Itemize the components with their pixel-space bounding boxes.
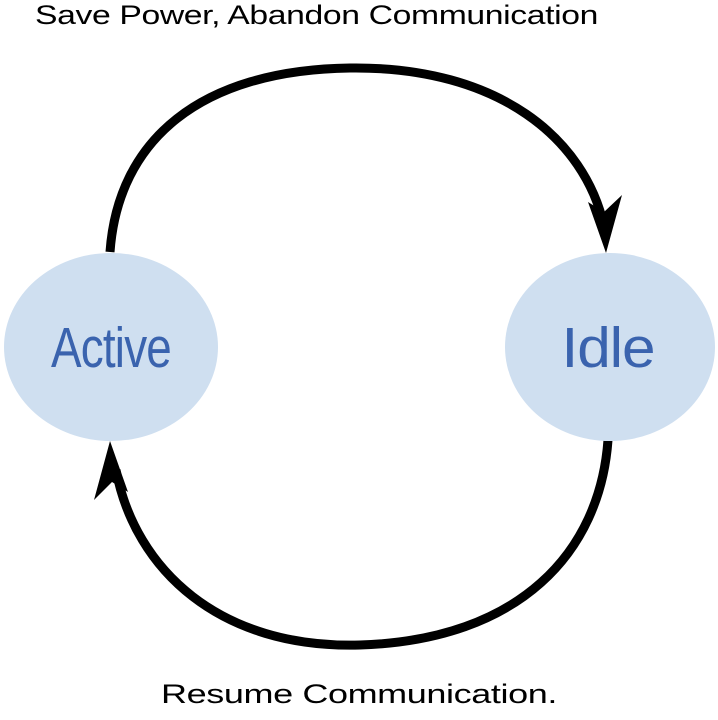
- state-label-active: Active: [51, 316, 171, 380]
- transition-idle-to-active[interactable]: [94, 439, 613, 650]
- state-shape-active[interactable]: [4, 253, 218, 441]
- arrowhead-into-active-icon: [94, 441, 128, 500]
- transition-active-to-idle[interactable]: [105, 63, 622, 253]
- transition-arc-top[interactable]: [105, 63, 609, 253]
- state-node-active[interactable]: Active: [4, 253, 218, 441]
- arrowhead-into-idle-icon: [588, 195, 622, 253]
- transition-arc-bottom[interactable]: [111, 439, 613, 650]
- state-node-idle[interactable]: Idle: [505, 253, 715, 441]
- state-label-idle: Idle: [562, 316, 655, 380]
- state-shape-idle[interactable]: [505, 253, 715, 441]
- transition-caption-bottom: Resume Communication.: [161, 679, 557, 709]
- transition-caption-top: Save Power, Abandon Communication: [35, 0, 598, 30]
